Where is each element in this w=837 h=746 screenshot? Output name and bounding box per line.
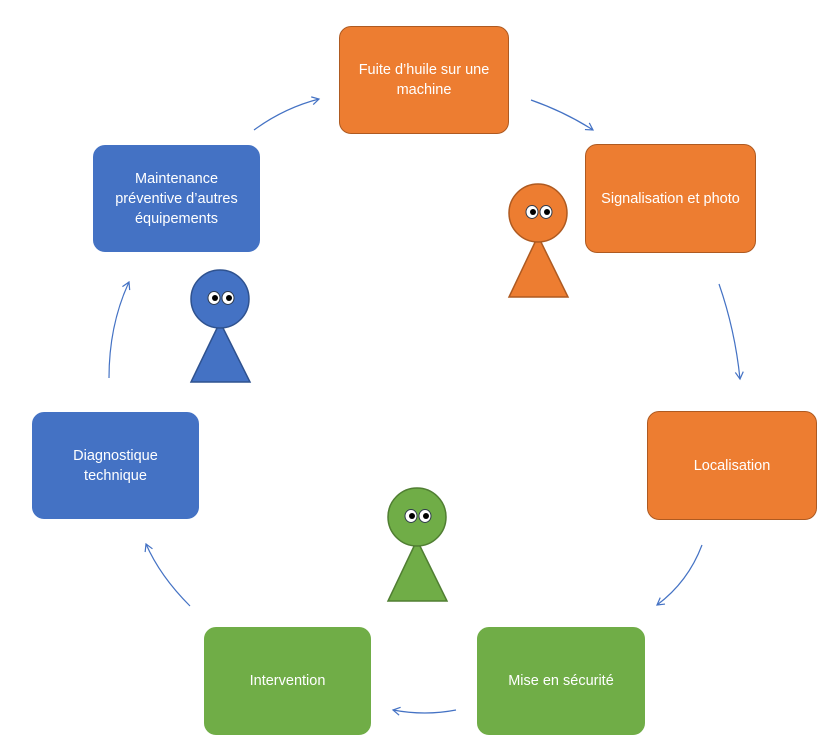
step-fuite-huile: Fuite d’huile sur une machine — [339, 26, 509, 134]
step-intervention: Intervention — [204, 627, 371, 735]
orange-person-icon — [507, 183, 570, 298]
step-signalisation-label: Signalisation et photo — [601, 190, 740, 207]
arrow-diagnostique-to-maintenance — [108, 280, 131, 379]
blue-person-icon — [189, 269, 252, 383]
step-mise-en-securite-label: Mise en sécurité — [508, 673, 614, 689]
step-localisation: Localisation — [647, 411, 817, 520]
step-maintenance-label: Maintenance préventive d’autres équipeme… — [115, 170, 238, 227]
arrow-intervention-to-diagnostique — [144, 542, 191, 607]
arrow-fuite-to-signalisation — [530, 99, 595, 131]
arrow-localisation-to-mise — [656, 544, 703, 606]
step-diagnostique: Diagnostique technique — [32, 412, 199, 519]
step-mise-en-securite: Mise en sécurité — [477, 627, 645, 735]
step-diagnostique-label: Diagnostique technique — [73, 447, 158, 484]
step-maintenance: Maintenance préventive d’autres équipeme… — [93, 145, 260, 252]
arrow-signalisation-to-localisation — [718, 283, 744, 381]
eyes-icon — [404, 509, 432, 523]
step-signalisation: Signalisation et photo — [585, 144, 756, 253]
eyes-icon — [207, 291, 235, 305]
step-localisation-label: Localisation — [693, 457, 771, 474]
arrow-mise-to-intervention — [391, 706, 457, 716]
eyes-icon — [525, 205, 553, 219]
step-fuite-label: Fuite d’huile sur une machine — [358, 62, 490, 98]
green-person-icon — [386, 487, 449, 602]
arrow-maintenance-to-fuite — [253, 96, 321, 131]
step-intervention-label: Intervention — [249, 673, 326, 689]
